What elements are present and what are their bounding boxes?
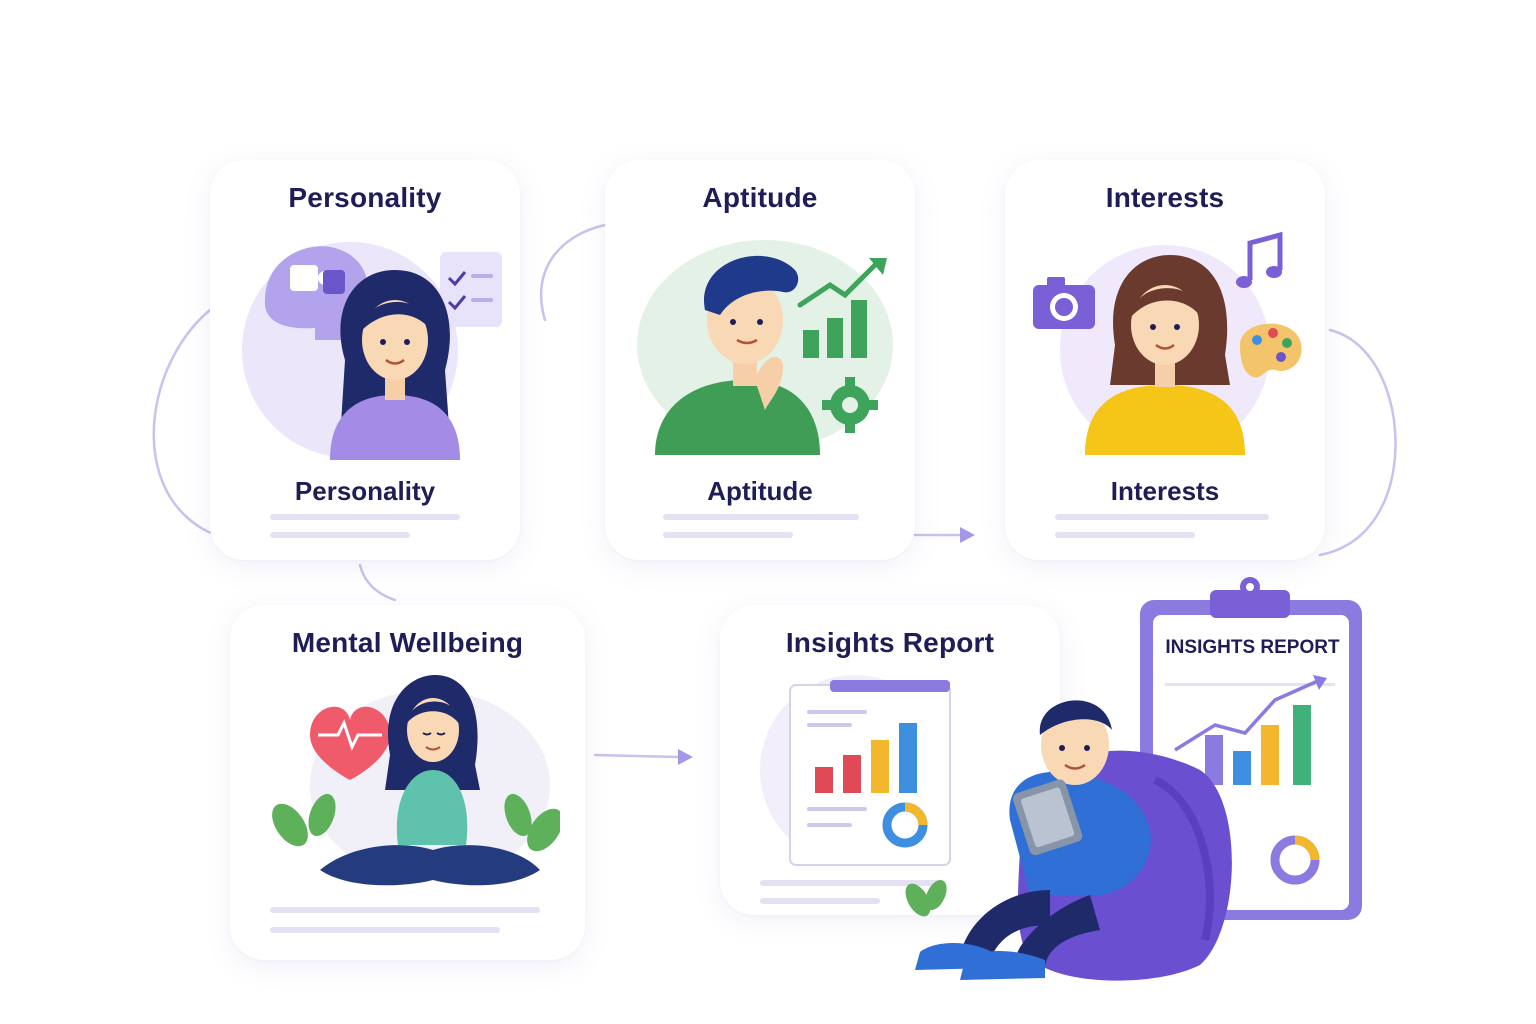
insights-report-illustration bbox=[760, 675, 951, 866]
aptitude-text-line-2 bbox=[663, 532, 793, 538]
boy-avatar bbox=[655, 255, 820, 455]
wellbeing-text-line-1 bbox=[270, 907, 540, 913]
arrow-head-interests bbox=[960, 527, 975, 543]
leaf-icon-left bbox=[272, 793, 336, 847]
insights-text-line-1 bbox=[760, 880, 940, 886]
arrow-head-insights bbox=[678, 749, 693, 765]
insights-card[interactable]: Insights Report bbox=[720, 605, 1060, 915]
personality-card[interactable]: Personality Personality bbox=[210, 160, 520, 560]
palette-icon bbox=[1240, 323, 1302, 378]
tablet-icon bbox=[1012, 779, 1083, 856]
wellbeing-card[interactable]: Mental Wellbeing bbox=[230, 605, 585, 960]
wellbeing-text-line-2 bbox=[270, 927, 500, 933]
personality-illustration bbox=[242, 242, 502, 460]
growth-arrow-icon bbox=[797, 258, 887, 308]
boy-on-beanbag bbox=[905, 700, 1232, 981]
leaf-icon-right bbox=[504, 793, 560, 852]
connector-wellbeing-insights bbox=[593, 753, 682, 759]
personality-text-line-1 bbox=[270, 514, 460, 520]
interests-label: Interests bbox=[1110, 476, 1220, 506]
personality-title: Personality bbox=[288, 182, 442, 213]
personality-text-line-2 bbox=[270, 532, 410, 538]
leaf-icon bbox=[905, 880, 947, 917]
interests-title: Interests bbox=[1105, 182, 1225, 213]
aptitude-title: Aptitude bbox=[702, 182, 818, 213]
clipboard-bar-chart bbox=[1174, 675, 1327, 785]
aptitude-text-line-1 bbox=[663, 514, 859, 520]
heart-pulse-icon bbox=[310, 706, 390, 780]
interests-card[interactable]: Interests bbox=[1005, 160, 1325, 560]
clipboard-heading: INSIGHTS REPORT bbox=[1165, 637, 1340, 658]
clipboard-donut-icon bbox=[1270, 835, 1320, 885]
donut-chart-icon bbox=[882, 802, 928, 848]
gear-icon bbox=[822, 377, 878, 433]
insights-text-line-2 bbox=[760, 898, 880, 904]
aptitude-label: Aptitude bbox=[707, 476, 813, 506]
connector-personality-aptitude bbox=[539, 223, 607, 322]
connector-down-wellbeing bbox=[358, 563, 397, 602]
aptitude-card[interactable]: Aptitude Aptit bbox=[605, 160, 915, 560]
report-chart-icon bbox=[789, 680, 951, 866]
interests-text-line-1 bbox=[1055, 514, 1269, 520]
meditating-girl-avatar bbox=[320, 675, 540, 886]
bar-chart-icon bbox=[803, 300, 867, 358]
girl-avatar bbox=[330, 270, 460, 460]
interests-illustration bbox=[1033, 231, 1302, 455]
camera-icon bbox=[1033, 277, 1095, 329]
wellbeing-illustration bbox=[272, 675, 560, 886]
connector-right-loop bbox=[1318, 328, 1397, 557]
interests-text-line-2 bbox=[1055, 532, 1195, 538]
checklist-icon bbox=[440, 252, 502, 327]
wellbeing-title: Mental Wellbeing bbox=[291, 627, 524, 658]
insights-title: Insights Report bbox=[785, 627, 995, 658]
aptitude-illustration bbox=[637, 240, 893, 455]
personality-label: Personality bbox=[294, 476, 436, 506]
music-note-icon bbox=[1236, 231, 1283, 288]
girl-avatar-interests bbox=[1085, 255, 1245, 455]
